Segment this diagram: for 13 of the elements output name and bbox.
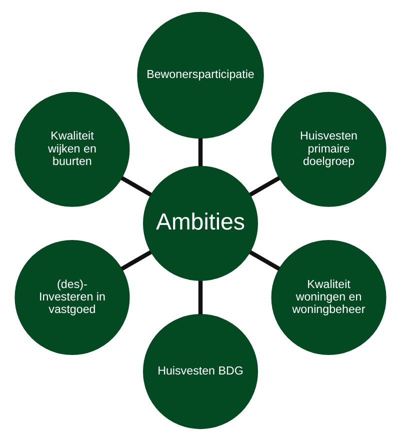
node-circle: (des)- Investeren in vastgoed [14,240,130,355]
connector [120,250,152,271]
connector [249,176,280,197]
connector [249,250,280,271]
connector [198,280,203,314]
connector [120,176,152,197]
node-circle: Huisvesten primaire doelgroep [271,92,386,207]
node-circle: Ambities [142,166,258,281]
node-circle: Kwaliteit wijken en buurten [14,92,130,207]
node-circle: Kwaliteit woningen en woningbeheer [271,240,386,355]
connector [198,138,203,166]
node-circle: Huisvesten BDG [142,314,258,430]
node-circle: Bewonersparticipatie [137,12,264,139]
